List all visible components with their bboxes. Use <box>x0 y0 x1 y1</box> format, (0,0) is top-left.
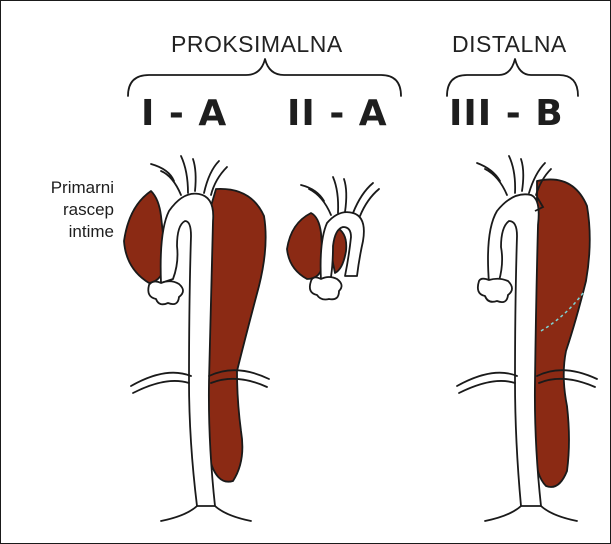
valve-cusps-1 <box>148 281 183 304</box>
dissection-ascending-2 <box>287 213 323 279</box>
dissection-descending-1 <box>207 189 266 482</box>
aorta-lumen-1 <box>161 194 215 506</box>
dissection-ascending-1 <box>124 191 166 283</box>
aorta-type-2a <box>287 177 379 300</box>
aorta-type-1a <box>124 156 269 521</box>
distal-brace <box>447 59 578 96</box>
aorta-type-3b <box>457 156 597 521</box>
aorta-lumen-3 <box>488 194 541 506</box>
proximal-brace <box>128 59 401 96</box>
dissection-descending-3 <box>533 179 590 487</box>
valve-cusps-3 <box>478 279 512 302</box>
valve-cusps-2 <box>310 277 342 300</box>
